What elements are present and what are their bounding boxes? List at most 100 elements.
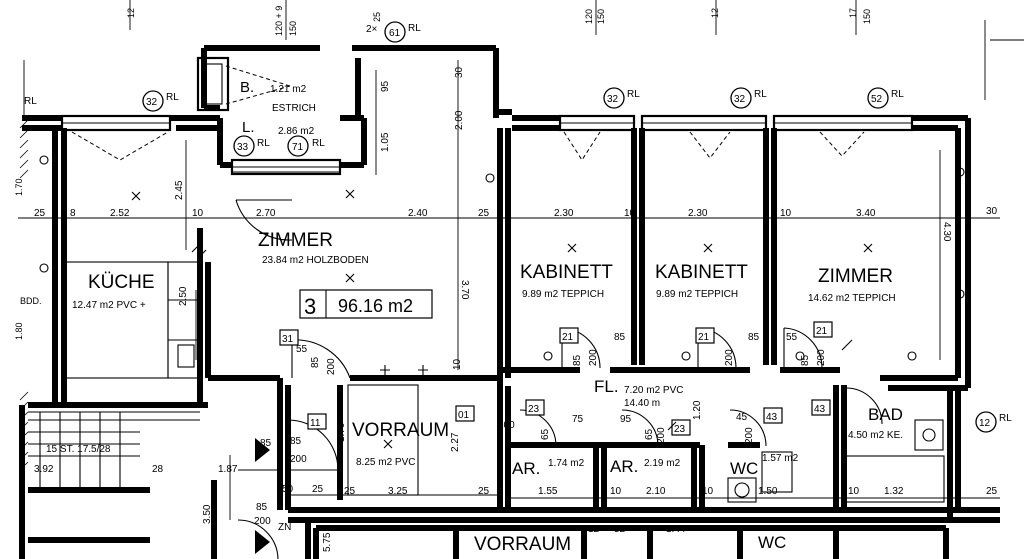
svg-text:1.70: 1.70 — [336, 422, 347, 442]
svg-text:55: 55 — [296, 344, 308, 355]
svg-text:65: 65 — [540, 428, 551, 440]
room-vorraum-lower-name: VORRAUM — [474, 534, 571, 555]
svg-text:2.30: 2.30 — [688, 208, 708, 219]
dimension-labels: 25 8 2.52 2.45 10 2.70 2.40 25 2.30 10 2… — [14, 6, 998, 552]
svg-text:21: 21 — [562, 332, 574, 343]
svg-text:10: 10 — [702, 486, 714, 497]
svg-text:25: 25 — [312, 484, 324, 495]
svg-text:25: 25 — [34, 208, 46, 219]
room-fl-name: FL. — [594, 377, 619, 396]
box-43-a: 43 — [763, 407, 783, 424]
svg-text:12: 12 — [588, 524, 600, 535]
svg-text:200: 200 — [724, 349, 735, 366]
svg-text:01: 01 — [458, 410, 470, 421]
svg-text:33: 33 — [237, 142, 249, 153]
svg-text:1.44: 1.44 — [666, 524, 686, 535]
tag-32-left: 32 RL — [142, 90, 179, 112]
svg-text:2.27: 2.27 — [450, 432, 461, 452]
room-balkon-floor: ESTRICH — [272, 103, 316, 114]
svg-text:85: 85 — [614, 332, 626, 343]
svg-text:5.75: 5.75 — [322, 532, 333, 552]
svg-text:2.45: 2.45 — [174, 180, 185, 200]
window-swings — [71, 65, 865, 161]
room-fl-area2: 14.40 m — [624, 398, 660, 409]
room-bad-area: 4.50 m2 KE. — [848, 430, 903, 441]
svg-text:ZN: ZN — [278, 522, 291, 533]
svg-text:200: 200 — [744, 427, 755, 444]
svg-text:BDD.: BDD. — [20, 296, 42, 306]
tag-52: 52 RL — [867, 87, 904, 109]
svg-text:1.32: 1.32 — [884, 486, 904, 497]
svg-text:95: 95 — [620, 414, 632, 425]
svg-text:1.05: 1.05 — [380, 132, 391, 152]
svg-text:3.92: 3.92 — [34, 464, 54, 475]
room-loggia-name: L. — [242, 119, 255, 136]
svg-text:3.50: 3.50 — [202, 504, 213, 524]
svg-text:120: 120 — [584, 9, 594, 24]
svg-text:150: 150 — [862, 9, 872, 24]
svg-text:52: 52 — [614, 524, 626, 535]
svg-text:65: 65 — [644, 428, 655, 440]
svg-text:45: 45 — [736, 412, 748, 423]
tag-61: 2× 61 RL — [366, 21, 421, 43]
svg-text:23: 23 — [528, 404, 540, 415]
room-wc-name: WC — [730, 459, 758, 478]
svg-text:RL: RL — [24, 96, 37, 107]
svg-text:200: 200 — [254, 516, 271, 527]
svg-text:25: 25 — [478, 486, 490, 497]
svg-text:30: 30 — [454, 66, 465, 78]
apartment-number: 3 — [304, 294, 316, 319]
room-zimmer-main-name: ZIMMER — [258, 230, 333, 251]
apartment-area: 96.16 m2 — [338, 296, 413, 316]
svg-text:RL: RL — [408, 23, 421, 34]
svg-text:15 ST. 17.5/28: 15 ST. 17.5/28 — [46, 444, 111, 455]
svg-text:30: 30 — [986, 206, 998, 217]
svg-text:17: 17 — [848, 8, 858, 18]
box-01: 01 — [455, 405, 475, 422]
svg-text:10: 10 — [610, 486, 622, 497]
svg-text:150: 150 — [288, 21, 298, 36]
svg-text:32: 32 — [607, 94, 619, 105]
svg-text:3.25: 3.25 — [388, 486, 408, 497]
svg-text:2.40: 2.40 — [408, 208, 428, 219]
svg-text:95: 95 — [380, 80, 391, 92]
svg-text:32: 32 — [146, 97, 158, 108]
room-zimmer-main-area: 23.84 m2 HOLZBODEN — [262, 255, 369, 266]
svg-text:RL: RL — [312, 138, 325, 149]
doors — [235, 199, 883, 559]
svg-text:10: 10 — [452, 358, 463, 370]
svg-text:200: 200 — [816, 349, 827, 366]
room-kueche-name: KÜCHE — [88, 272, 155, 293]
room-wc-area: 1.57 m2 — [762, 453, 799, 464]
room-kabinett-1-name: KABINETT — [520, 262, 613, 283]
svg-text:85: 85 — [748, 332, 760, 343]
box-43-b: 43 — [811, 399, 831, 416]
svg-text:85: 85 — [290, 436, 302, 447]
svg-text:55: 55 — [786, 332, 798, 343]
room-balkon-name: B. — [240, 79, 254, 96]
svg-text:12: 12 — [979, 418, 991, 429]
room-balkon-area: 1.21 m2 — [270, 84, 307, 95]
room-ar-2-name: AR. — [610, 457, 638, 476]
room-kabinett-2-area: 9.89 m2 TEPPICH — [656, 289, 738, 300]
tag-32-kabinett-1: 32 RL — [603, 87, 640, 109]
electrical-symbols — [39, 155, 965, 431]
svg-text:10: 10 — [780, 208, 792, 219]
svg-text:43: 43 — [814, 404, 826, 415]
svg-text:85: 85 — [256, 502, 268, 513]
svg-text:8: 8 — [70, 208, 76, 219]
room-kabinett-1-area: 9.89 m2 TEPPICH — [522, 289, 604, 300]
windows — [60, 56, 914, 176]
svg-text:2.50: 2.50 — [178, 286, 189, 306]
svg-text:10: 10 — [624, 208, 636, 219]
svg-text:200: 200 — [498, 420, 515, 431]
tag-33: 33 RL — [233, 135, 270, 157]
svg-text:12: 12 — [126, 8, 136, 18]
fixtures — [63, 261, 945, 503]
svg-text:32: 32 — [734, 94, 746, 105]
svg-text:85: 85 — [800, 354, 811, 366]
box-23-b: 23 — [671, 419, 691, 436]
svg-text:1.87: 1.87 — [218, 464, 238, 475]
svg-text:43: 43 — [766, 412, 778, 423]
